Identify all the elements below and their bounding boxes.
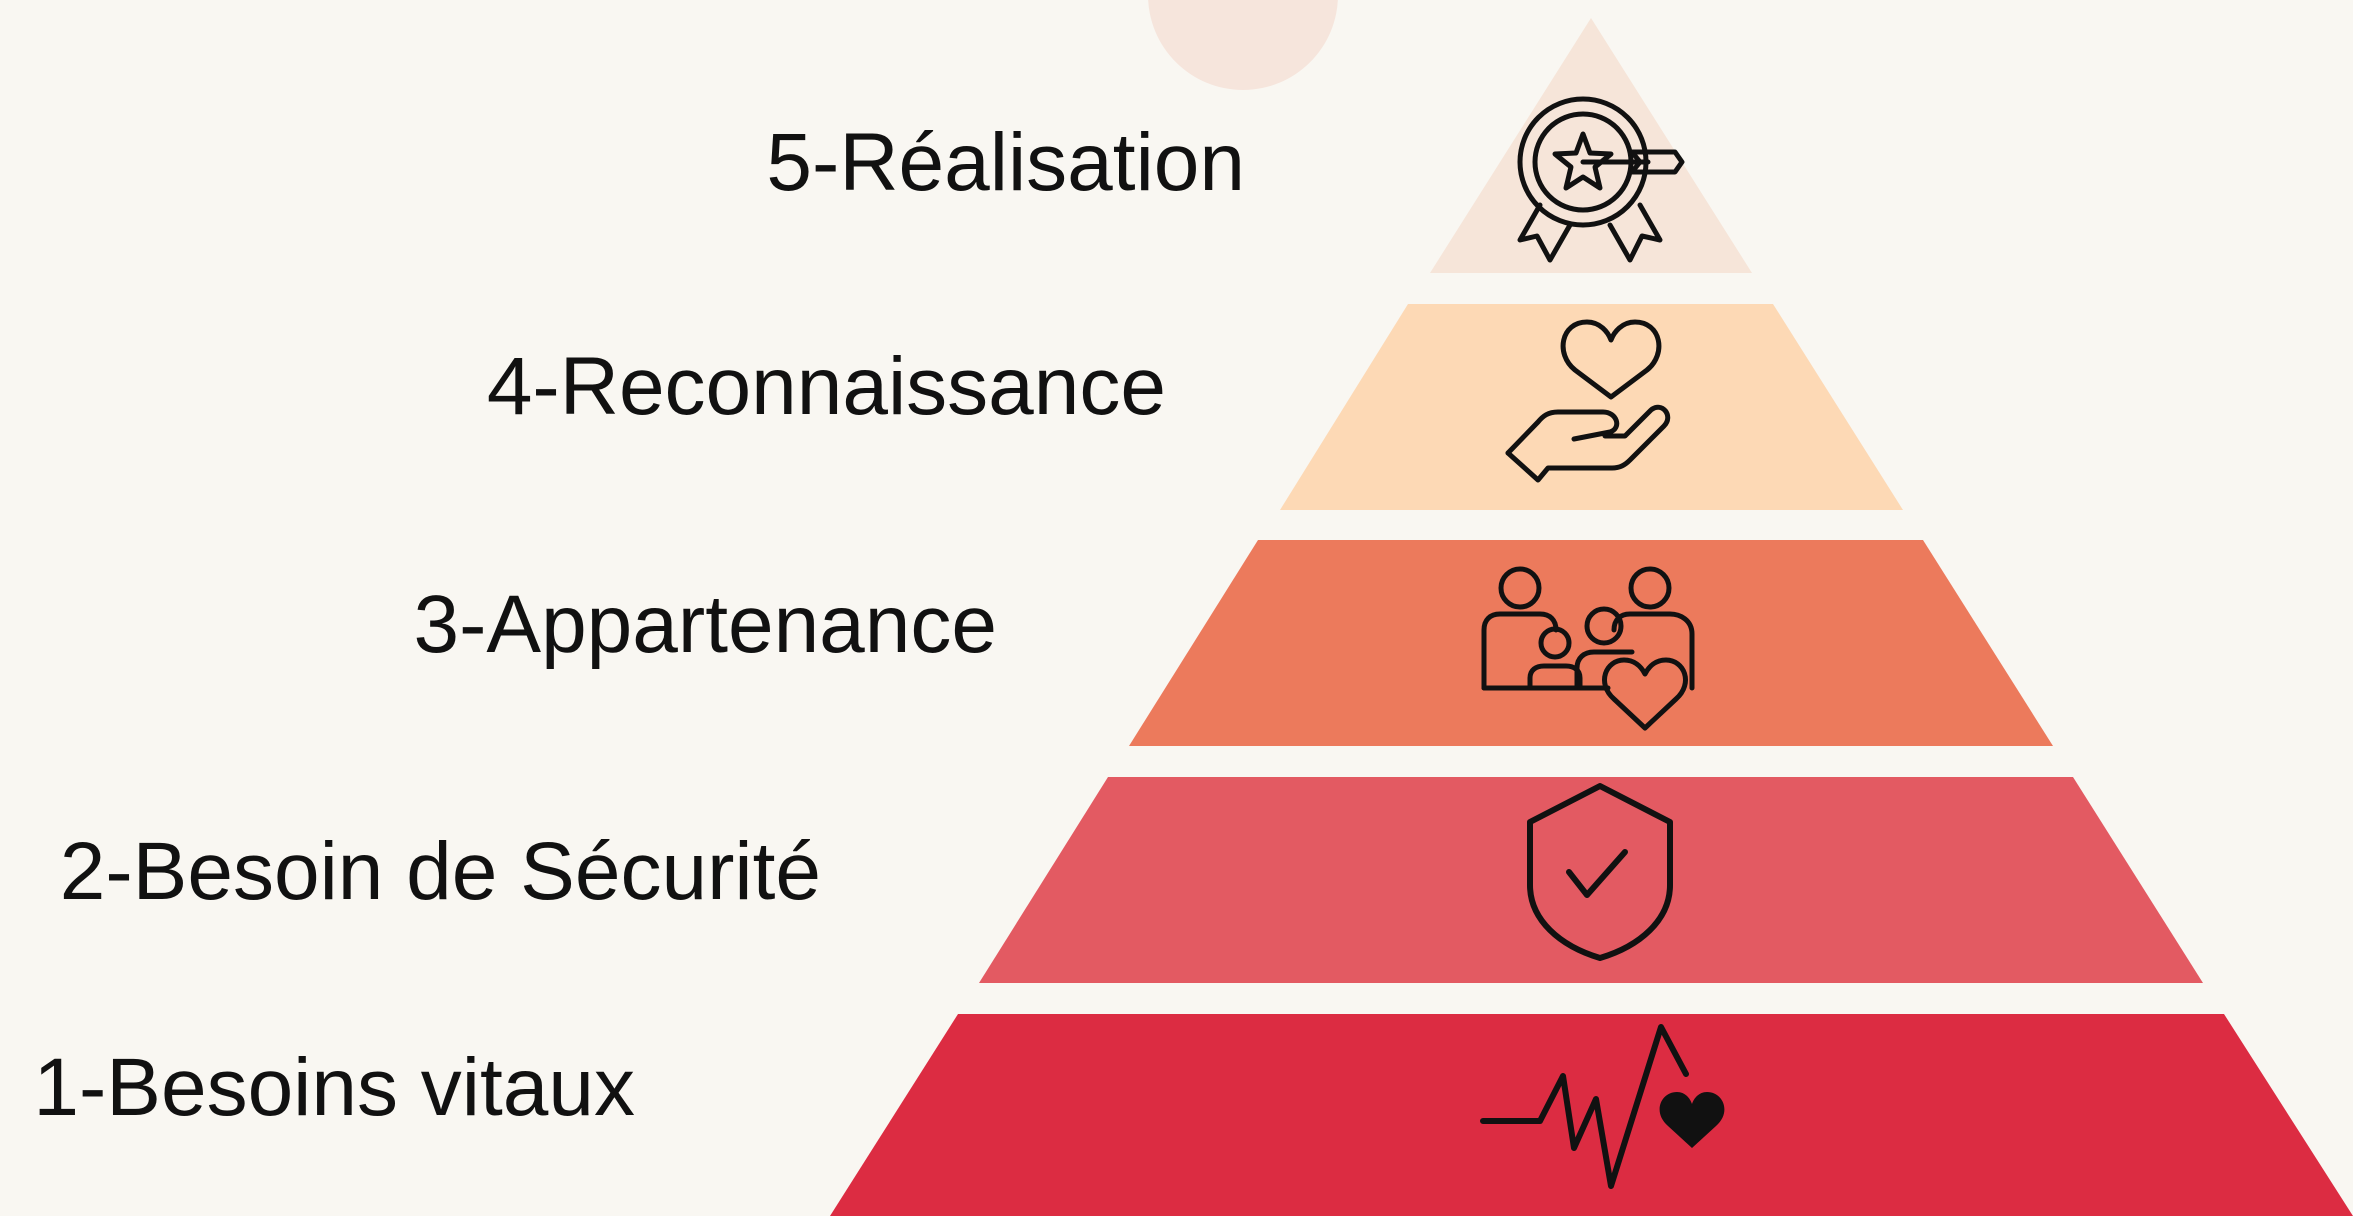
heart-in-hand-icon <box>1505 319 1671 483</box>
decorative-circle <box>1148 0 1338 90</box>
level-5-label: 5-Réalisation <box>766 117 1245 208</box>
level-4-label: 4-Reconnaissance <box>487 341 1166 432</box>
pyramid-tier-3 <box>1129 540 2053 746</box>
heartbeat-icon <box>1480 1024 1725 1189</box>
pyramid-tier-2 <box>979 777 2203 983</box>
level-2-label: 2-Besoin de Sécurité <box>60 826 821 917</box>
level-3-label: 3-Appartenance <box>413 579 997 670</box>
pyramid-tier-5 <box>1430 18 1752 273</box>
family-heart-icon <box>1481 566 1695 731</box>
award-target-icon <box>1517 96 1685 263</box>
level-1-label: 1-Besoins vitaux <box>33 1042 635 1133</box>
pyramid-tier-4 <box>1280 304 1903 510</box>
shield-check-icon <box>1527 783 1673 961</box>
